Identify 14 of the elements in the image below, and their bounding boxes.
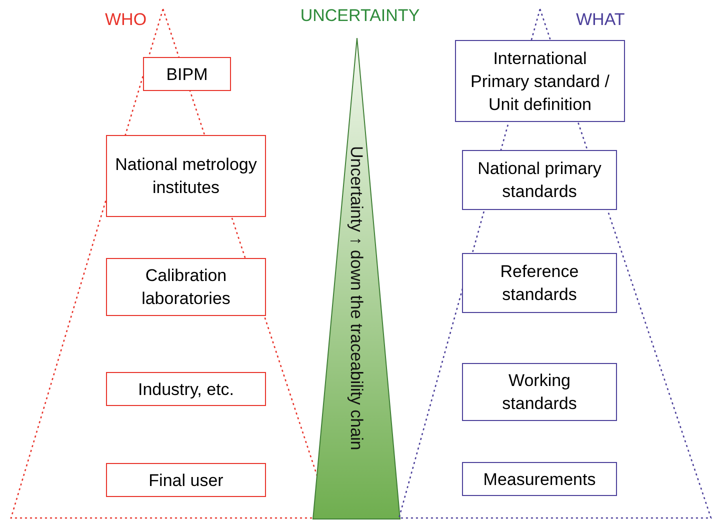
entity-box: Industry, etc. xyxy=(106,372,266,406)
rotated-label: Uncertainty ↑ down the traceability chain xyxy=(346,146,366,450)
column-heading: UNCERTAINTY xyxy=(300,6,420,26)
column-heading: WHO xyxy=(105,10,147,30)
entity-box: Final user xyxy=(106,463,266,497)
entity-box: International Primary standard / Unit definition xyxy=(455,40,625,122)
entity-box: Working standards xyxy=(462,363,617,421)
column-heading: WHAT xyxy=(576,10,625,30)
entity-box: Reference standards xyxy=(462,253,617,313)
entity-box: BIPM xyxy=(143,57,231,91)
entity-box: Calibration laboratories xyxy=(106,258,266,316)
entity-box: Measurements xyxy=(462,462,617,496)
entity-box: National metrology institutes xyxy=(106,135,266,217)
entity-box: National primary standards xyxy=(462,150,617,210)
